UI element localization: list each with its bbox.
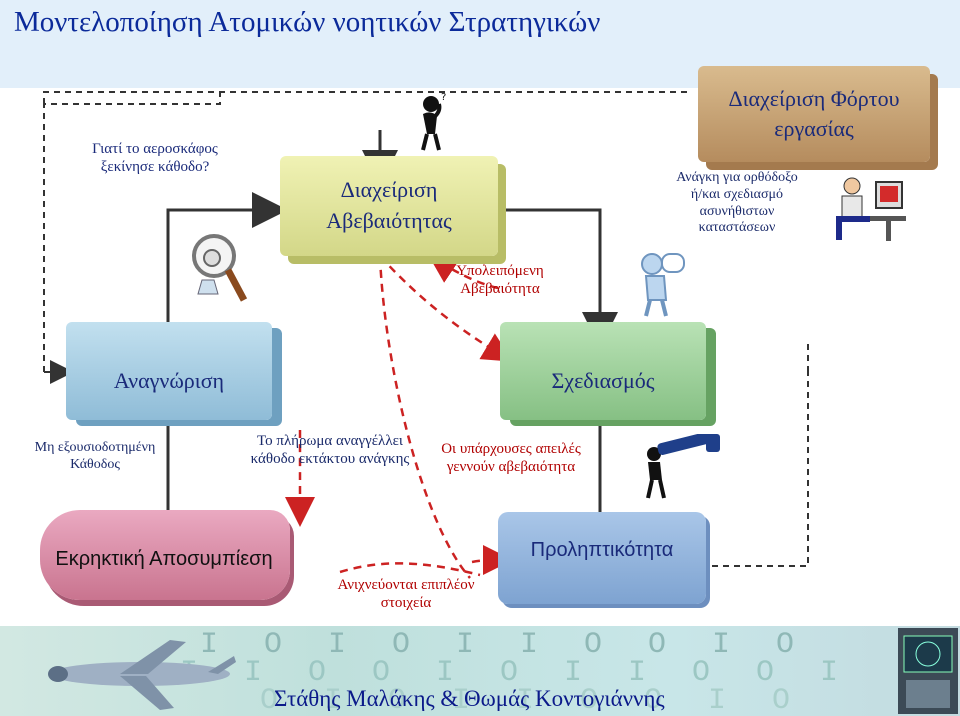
box-proactivity-label: Προληπτικότητα	[530, 538, 674, 561]
label-unauthorized-descent: Μη εξουσιοδοτημένη Κάθοδος	[34, 440, 156, 472]
label-residual-uncertainty: Υπολειπόμενη Αβεβαιότητα	[456, 263, 544, 297]
box-recognition-label: Αναγνώριση	[113, 368, 225, 393]
red-dashed-to-detect	[378, 255, 471, 579]
label-crew-announces: Το πλήρωμα αναγγέλλει κάθοδο εκτάκτου αν…	[250, 433, 410, 467]
red-dashed-to-planning	[379, 255, 513, 362]
telescope-person-icon	[646, 434, 720, 499]
line-recognition-up	[166, 192, 288, 334]
box-proactivity: Προληπτικότητα	[498, 512, 706, 604]
dashed-loop-right	[712, 372, 809, 567]
box-explosive: Εκρηκτική Αποσυμπίεση	[40, 510, 290, 600]
box-explosive-label: Εκρηκτική Αποσυμπίεση	[55, 547, 273, 570]
dashed-loop-left	[43, 88, 221, 372]
airplane-icon	[48, 640, 236, 710]
thinker-icon: ?	[421, 92, 446, 151]
box-planning-label: Σχεδιασμός	[551, 368, 655, 393]
label-need-design: Ανάγκη για ορθόδοξο ή/και σχεδιασμό ασυν…	[676, 170, 798, 236]
red-dashed-residual	[427, 253, 499, 290]
red-dashed-to-proactivity	[471, 545, 513, 576]
red-dashed-explosive	[339, 562, 481, 577]
svg-text:?: ?	[441, 92, 446, 103]
footer-binary-row-2: I I O O I O I I O O I	[180, 656, 853, 690]
box-uncertainty-label: Διαχείριση Αβεβαιότητας	[326, 177, 452, 233]
box-planning: Σχεδιασμός	[500, 322, 706, 420]
magnifier-person-icon	[192, 234, 248, 302]
dashed-top-to-workload	[43, 91, 690, 104]
thinking-person-icon	[641, 253, 685, 317]
footer-binary-row-1: I O I O I I O O I O	[200, 628, 809, 662]
page-title: Μοντελοποίηση Ατομικών νοητικών Στρατηγι…	[14, 6, 601, 38]
computer-user-icon	[836, 177, 906, 241]
label-detected: Ανιχνεύονται επιπλέον στοιχεία	[337, 577, 475, 611]
box-workload-label: Διαχείριση Φόρτου εργασίας	[728, 86, 900, 141]
footer-binary-row-3: O I O I I O O I O	[260, 684, 805, 716]
box-workload: Διαχείριση Φόρτου εργασίας	[698, 66, 930, 162]
label-why-descent: Γιατί το αεροσκάφος ξεκίνησε κάθοδο?	[92, 141, 218, 175]
box-uncertainty: Διαχείριση Αβεβαιότητας	[280, 156, 498, 256]
footer-authors: Στάθης Μαλάκης & Θωμάς Κοντογιάννης	[274, 686, 665, 711]
line-uncertainty-to-planning	[500, 208, 618, 348]
footer-banner: I O I O I I O O I O I I O O I O I I O O …	[0, 626, 960, 716]
radar-screen-icon	[898, 628, 958, 714]
box-recognition: Αναγνώριση	[66, 322, 272, 420]
label-threats: Οι υπάρχουσες απειλές γεννούν αβεβαιότητ…	[441, 441, 581, 475]
